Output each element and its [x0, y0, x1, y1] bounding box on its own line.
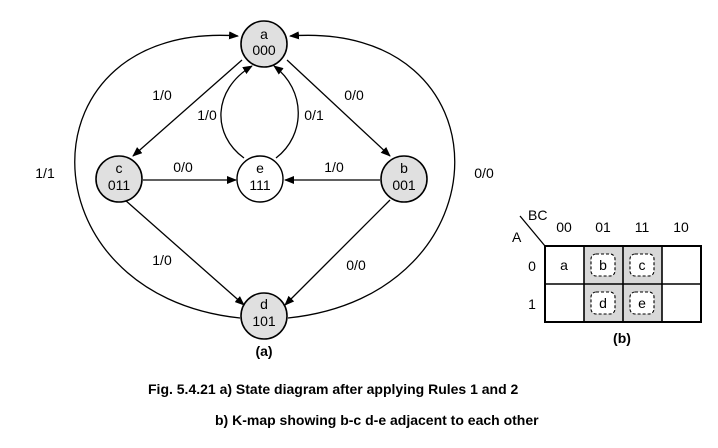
node-b-name: b — [400, 160, 408, 176]
node-e-code: 111 — [249, 177, 270, 193]
kmap-row-var: A — [512, 229, 522, 245]
kmap-col-header: 01 — [595, 219, 611, 235]
kmap-dashed-box-e — [629, 291, 655, 315]
state-edges — [74, 31, 456, 319]
figure-caption-line-2: b) K-map showing b-c d-e adjacent to eac… — [215, 412, 539, 428]
figure-caption-line-1: Fig. 5.4.21 a) State diagram after apply… — [148, 381, 519, 397]
subcaption-b: (b) — [613, 330, 631, 346]
state-node-e: e 111 — [236, 155, 284, 203]
kmap: BC A 00 01 11 10 0 1 a b c d e — [512, 207, 702, 323]
node-c-name: c — [116, 160, 123, 176]
kmap-row-header: 0 — [528, 258, 536, 274]
kmap-row-header: 1 — [528, 296, 536, 312]
edge-a-to-b — [286, 59, 391, 157]
kmap-cell: e — [638, 295, 646, 311]
node-a-name: a — [260, 26, 268, 42]
kmap-cell: d — [599, 295, 607, 311]
edge-e-to-a-left — [220, 65, 253, 159]
label-a-to-c: 1/0 — [152, 87, 172, 103]
label-c-to-d: 1/0 — [152, 252, 172, 268]
state-node-b: b 001 — [380, 155, 428, 203]
edge-e-to-a-right — [273, 65, 299, 159]
node-b-code: 001 — [392, 177, 416, 193]
edge-c-to-d — [124, 199, 245, 306]
kmap-cell: b — [599, 257, 607, 273]
kmap-dashed-box-b — [590, 253, 616, 277]
kmap-dashed-box-d — [590, 291, 616, 315]
node-d-name: d — [260, 296, 268, 312]
state-node-d: d 101 — [240, 292, 288, 340]
label-c-to-e: 0/0 — [173, 159, 193, 175]
subcaption-a: (a) — [255, 343, 272, 359]
kmap-cell: c — [639, 257, 646, 273]
edge-b-to-d — [284, 199, 391, 306]
state-node-a: a 000 — [240, 20, 288, 68]
kmap-col-header: 11 — [635, 219, 650, 235]
kmap-corner-diagonal — [519, 215, 546, 247]
edge-labels: 1/0 0/0 1/0 0/1 0/0 1/0 1/0 0/0 1/1 0/0 — [35, 87, 494, 273]
kmap-col-header: 00 — [556, 219, 572, 235]
label-d-to-a-outer-left: 1/1 — [35, 165, 55, 181]
node-a-code: 000 — [252, 42, 276, 58]
edge-a-to-c — [132, 59, 243, 157]
kmap-dashed-box-c — [629, 253, 655, 277]
kmap-col-header: 10 — [673, 219, 689, 235]
node-c-code: 011 — [108, 177, 131, 193]
node-e-name: e — [256, 160, 264, 176]
label-e-to-a-right: 0/1 — [304, 107, 324, 123]
kmap-col-var: BC — [528, 207, 547, 223]
edge-d-to-a-outer-right — [287, 31, 456, 319]
label-e-to-a-left: 1/0 — [197, 107, 217, 123]
kmap-cell: a — [560, 257, 568, 273]
edge-d-to-a-outer-left — [74, 31, 241, 319]
state-node-c: c 011 — [95, 155, 143, 203]
label-d-to-a-outer-right: 0/0 — [474, 165, 494, 181]
label-a-to-b: 0/0 — [344, 87, 364, 103]
label-b-to-d: 0/0 — [346, 257, 366, 273]
node-d-code: 101 — [252, 313, 276, 329]
label-b-to-e: 1/0 — [324, 159, 344, 175]
